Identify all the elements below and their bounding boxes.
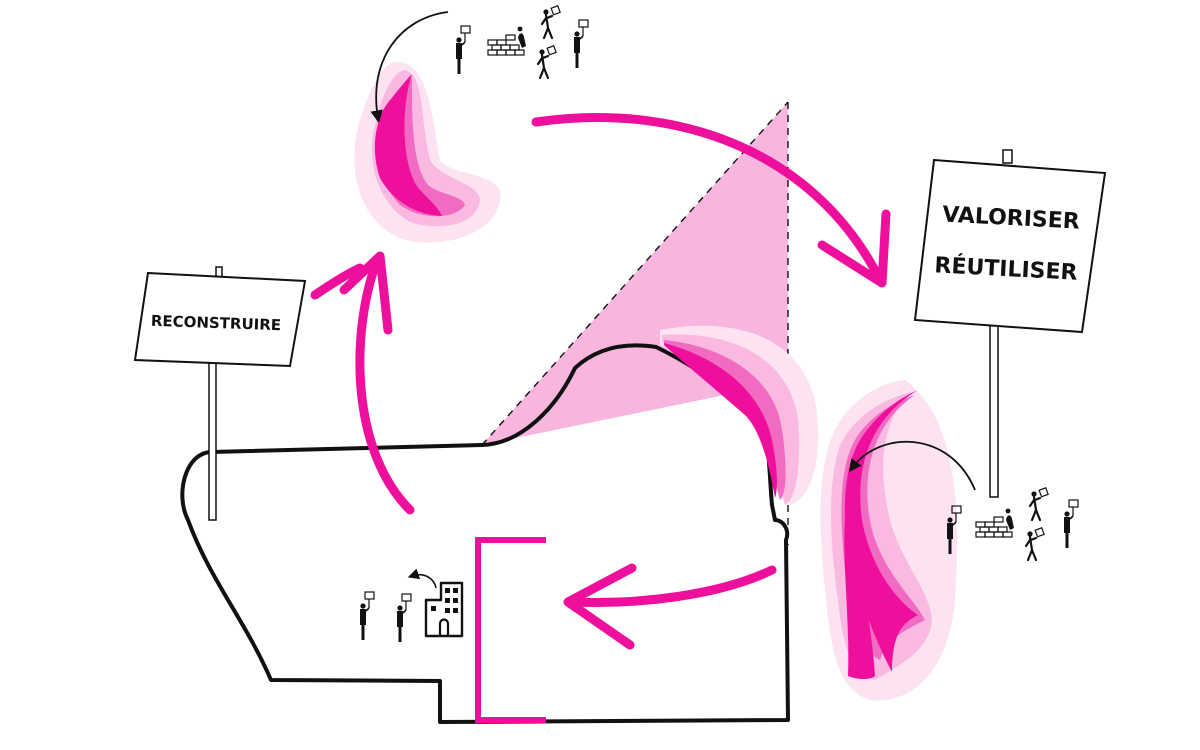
- arrow-left-up: [355, 253, 415, 515]
- arrow-bottom-head: [563, 563, 637, 650]
- arrow-bottom: [565, 565, 777, 608]
- sign-reconstruire-label: RECONSTRUIRE: [151, 312, 282, 335]
- pink-triangle: [481, 101, 789, 545]
- door-bracket: [475, 537, 546, 723]
- sign-reconstruire: RECONSTRUIRE: [133, 266, 307, 521]
- curved-arrow-right: [849, 440, 976, 491]
- people-with-signs-icon: [455, 4, 589, 80]
- arrow-top-arc-head: [817, 209, 891, 288]
- arrow-left-up-head: [339, 251, 393, 335]
- arrow-top-arc: [531, 113, 885, 285]
- arrow-stub: [310, 263, 365, 300]
- people-leaving-icon: [359, 591, 412, 643]
- curved-arrow-building: [407, 568, 437, 589]
- roof-blob: [660, 325, 819, 505]
- building-outline: [180, 343, 790, 724]
- sign-valoriser-reutiliser: VALORISER RÉUTILISER: [913, 149, 1107, 498]
- building-icon: [424, 581, 464, 638]
- people-with-signs-icon-right: [946, 486, 1079, 562]
- curved-arrow-top: [370, 11, 449, 123]
- right-flame: [820, 380, 958, 701]
- top-blob: [354, 61, 501, 243]
- cycle-arrows: [310, 113, 891, 650]
